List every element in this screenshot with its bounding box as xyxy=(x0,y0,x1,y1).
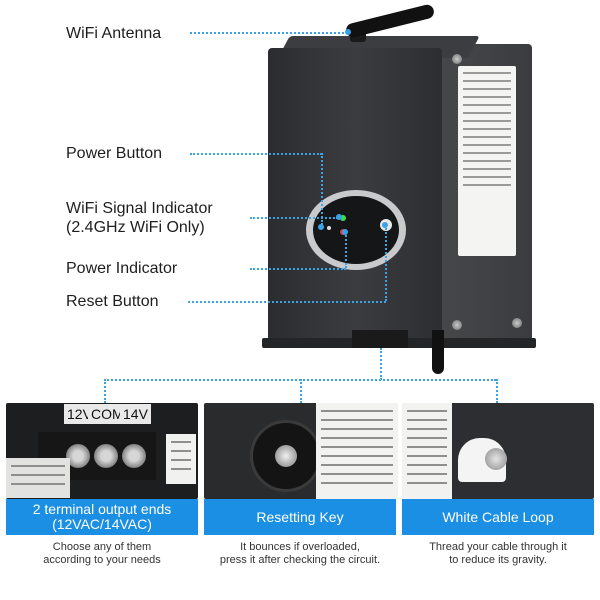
screw-icon xyxy=(512,318,522,328)
leader-dot xyxy=(342,229,348,235)
screw-icon xyxy=(452,320,462,330)
wifi-antenna-icon xyxy=(344,3,436,39)
panel-title-resetting-key: Resetting Key xyxy=(204,499,396,535)
terminal-screw-icon xyxy=(94,444,118,468)
power-cable xyxy=(432,330,444,374)
leader-power-button xyxy=(190,153,322,155)
leader-power-indicator-rise xyxy=(345,232,347,268)
desc-line2: press it after checking the circuit. xyxy=(219,554,381,566)
desc-line1: Thread your cable through it xyxy=(429,541,567,553)
terminal-block xyxy=(352,330,408,348)
leader-reset-rise xyxy=(385,225,387,301)
leader-power-indicator xyxy=(250,268,346,270)
panel-title-line2: (12VAC/14VAC) xyxy=(52,516,152,532)
resetting-key-icon[interactable] xyxy=(275,445,297,467)
leader-reset xyxy=(188,301,386,303)
connector-trunk xyxy=(380,348,382,380)
terminal-label-14v: 14V xyxy=(120,404,151,424)
wifi-signal-label-line2: (2.4GHz WiFi Only) xyxy=(66,219,205,236)
terminal-label-12v: 12V xyxy=(64,404,95,424)
leader-antenna xyxy=(190,32,348,34)
connector-panel-1 xyxy=(104,379,106,403)
leader-dot xyxy=(382,222,388,228)
leader-dot xyxy=(336,214,342,220)
desc-line2: according to your needs xyxy=(43,554,161,566)
panel-title-line1: 2 terminal output ends xyxy=(32,501,172,517)
desc-line2: to reduce its gravity. xyxy=(449,554,547,566)
leader-wifi-signal xyxy=(250,217,338,219)
panel-desc-resetting-key: It bounces if overloaded, press it after… xyxy=(204,541,396,567)
connector-panel-3 xyxy=(496,379,498,403)
panel-title-terminals: 2 terminal output ends (12VAC/14VAC) xyxy=(6,499,198,535)
spec-sticker xyxy=(458,66,516,256)
terminal-label-com: COM xyxy=(88,404,127,424)
power-button-icon[interactable] xyxy=(327,226,331,230)
wiring-sticker xyxy=(166,434,196,484)
connector-panel-2 xyxy=(300,379,302,403)
wifi-signal-label: WiFi Signal Indicator (2.4GHz WiFi Only) xyxy=(66,199,213,237)
panel-desc-cable-loop: Thread your cable through it to reduce i… xyxy=(402,541,594,567)
wifi-signal-label-line1: WiFi Signal Indicator xyxy=(66,200,213,217)
panel-desc-terminals: Choose any of them according to your nee… xyxy=(6,541,198,567)
leader-dot xyxy=(345,29,351,35)
screw-icon xyxy=(485,448,507,470)
instruction-sticker xyxy=(402,403,452,499)
screw-icon xyxy=(452,54,462,64)
leader-dot xyxy=(318,224,324,230)
warning-sticker xyxy=(6,458,70,498)
wifi-signal-led xyxy=(340,215,346,221)
terminal-screw-icon xyxy=(122,444,146,468)
leader-power-button-drop xyxy=(321,153,323,225)
terminal-screw-icon xyxy=(66,444,90,468)
reset-button-label: Reset Button xyxy=(66,293,159,310)
power-button-label: Power Button xyxy=(66,145,163,162)
wifi-antenna-label: WiFi Antenna xyxy=(66,25,162,42)
caution-sticker xyxy=(316,403,398,499)
desc-line1: Choose any of them xyxy=(52,541,152,553)
desc-line1: It bounces if overloaded, xyxy=(240,541,360,553)
panel-title-cable-loop: White Cable Loop xyxy=(402,499,594,535)
power-indicator-label: Power Indicator xyxy=(66,260,178,277)
